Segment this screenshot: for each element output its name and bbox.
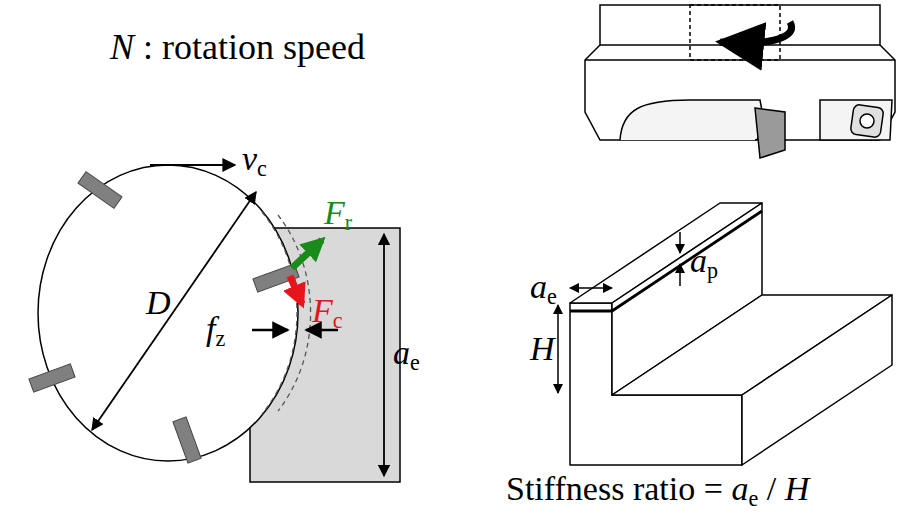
- dimension-label: H: [530, 330, 555, 367]
- text-part: H: [785, 470, 810, 507]
- face-mill-tool: [585, 5, 895, 158]
- rotation-arrow: [720, 22, 792, 43]
- text-part: r: [345, 210, 352, 235]
- text-part: e: [410, 350, 420, 375]
- radial-force-arrow: [292, 240, 322, 268]
- text-part: a: [530, 268, 547, 305]
- feed-arc: [262, 212, 297, 414]
- text-part: : rotation speed: [134, 27, 365, 67]
- formula-label: Stiffness ratio = ae / H: [506, 470, 809, 511]
- text-part: Stiffness ratio =: [506, 470, 731, 507]
- diameter-dimension: [92, 192, 256, 430]
- stepped-workpiece: [570, 203, 892, 465]
- width-dimension: [570, 287, 612, 289]
- dimension-label: ae: [393, 334, 420, 375]
- text-part: N: [110, 27, 134, 67]
- dimension-label: ap: [690, 242, 718, 283]
- depth-arrow: [679, 264, 681, 286]
- height-dimension: [557, 305, 559, 393]
- text-part: c: [257, 156, 267, 181]
- width-dimension: [383, 234, 385, 476]
- text-part: f: [206, 310, 215, 347]
- text-part: p: [707, 258, 718, 283]
- force-label: Fc: [312, 292, 343, 333]
- text-part: H: [530, 330, 555, 367]
- text-part: c: [333, 308, 343, 333]
- text-part: a: [731, 470, 748, 507]
- text-part: a: [393, 334, 410, 371]
- cut-layer-line: [570, 211, 762, 311]
- text-part: e: [748, 486, 758, 511]
- velocity-arrow: [150, 164, 235, 166]
- legend-note: N : rotation speed: [110, 28, 365, 68]
- text-part: F: [324, 194, 345, 231]
- text-part: /: [758, 470, 784, 507]
- text-part: e: [547, 284, 557, 309]
- feed-arc: [278, 215, 311, 411]
- text-part: F: [312, 292, 333, 329]
- text-part: v: [242, 140, 257, 177]
- text-part: D: [146, 284, 171, 321]
- cutter-circle: [38, 165, 298, 461]
- velocity-label: vc: [242, 140, 267, 181]
- dimension-label: fz: [206, 310, 225, 351]
- dimension-label: D: [146, 284, 171, 321]
- feed-arrow: [252, 329, 288, 332]
- depth-arrow: [679, 232, 681, 253]
- text-part: a: [690, 242, 707, 279]
- text-part: z: [215, 326, 225, 351]
- force-label: Fr: [324, 194, 352, 235]
- cutting-inserts: [29, 172, 299, 463]
- dimension-label: ae: [530, 268, 557, 309]
- cutting-force-arrow: [290, 276, 302, 304]
